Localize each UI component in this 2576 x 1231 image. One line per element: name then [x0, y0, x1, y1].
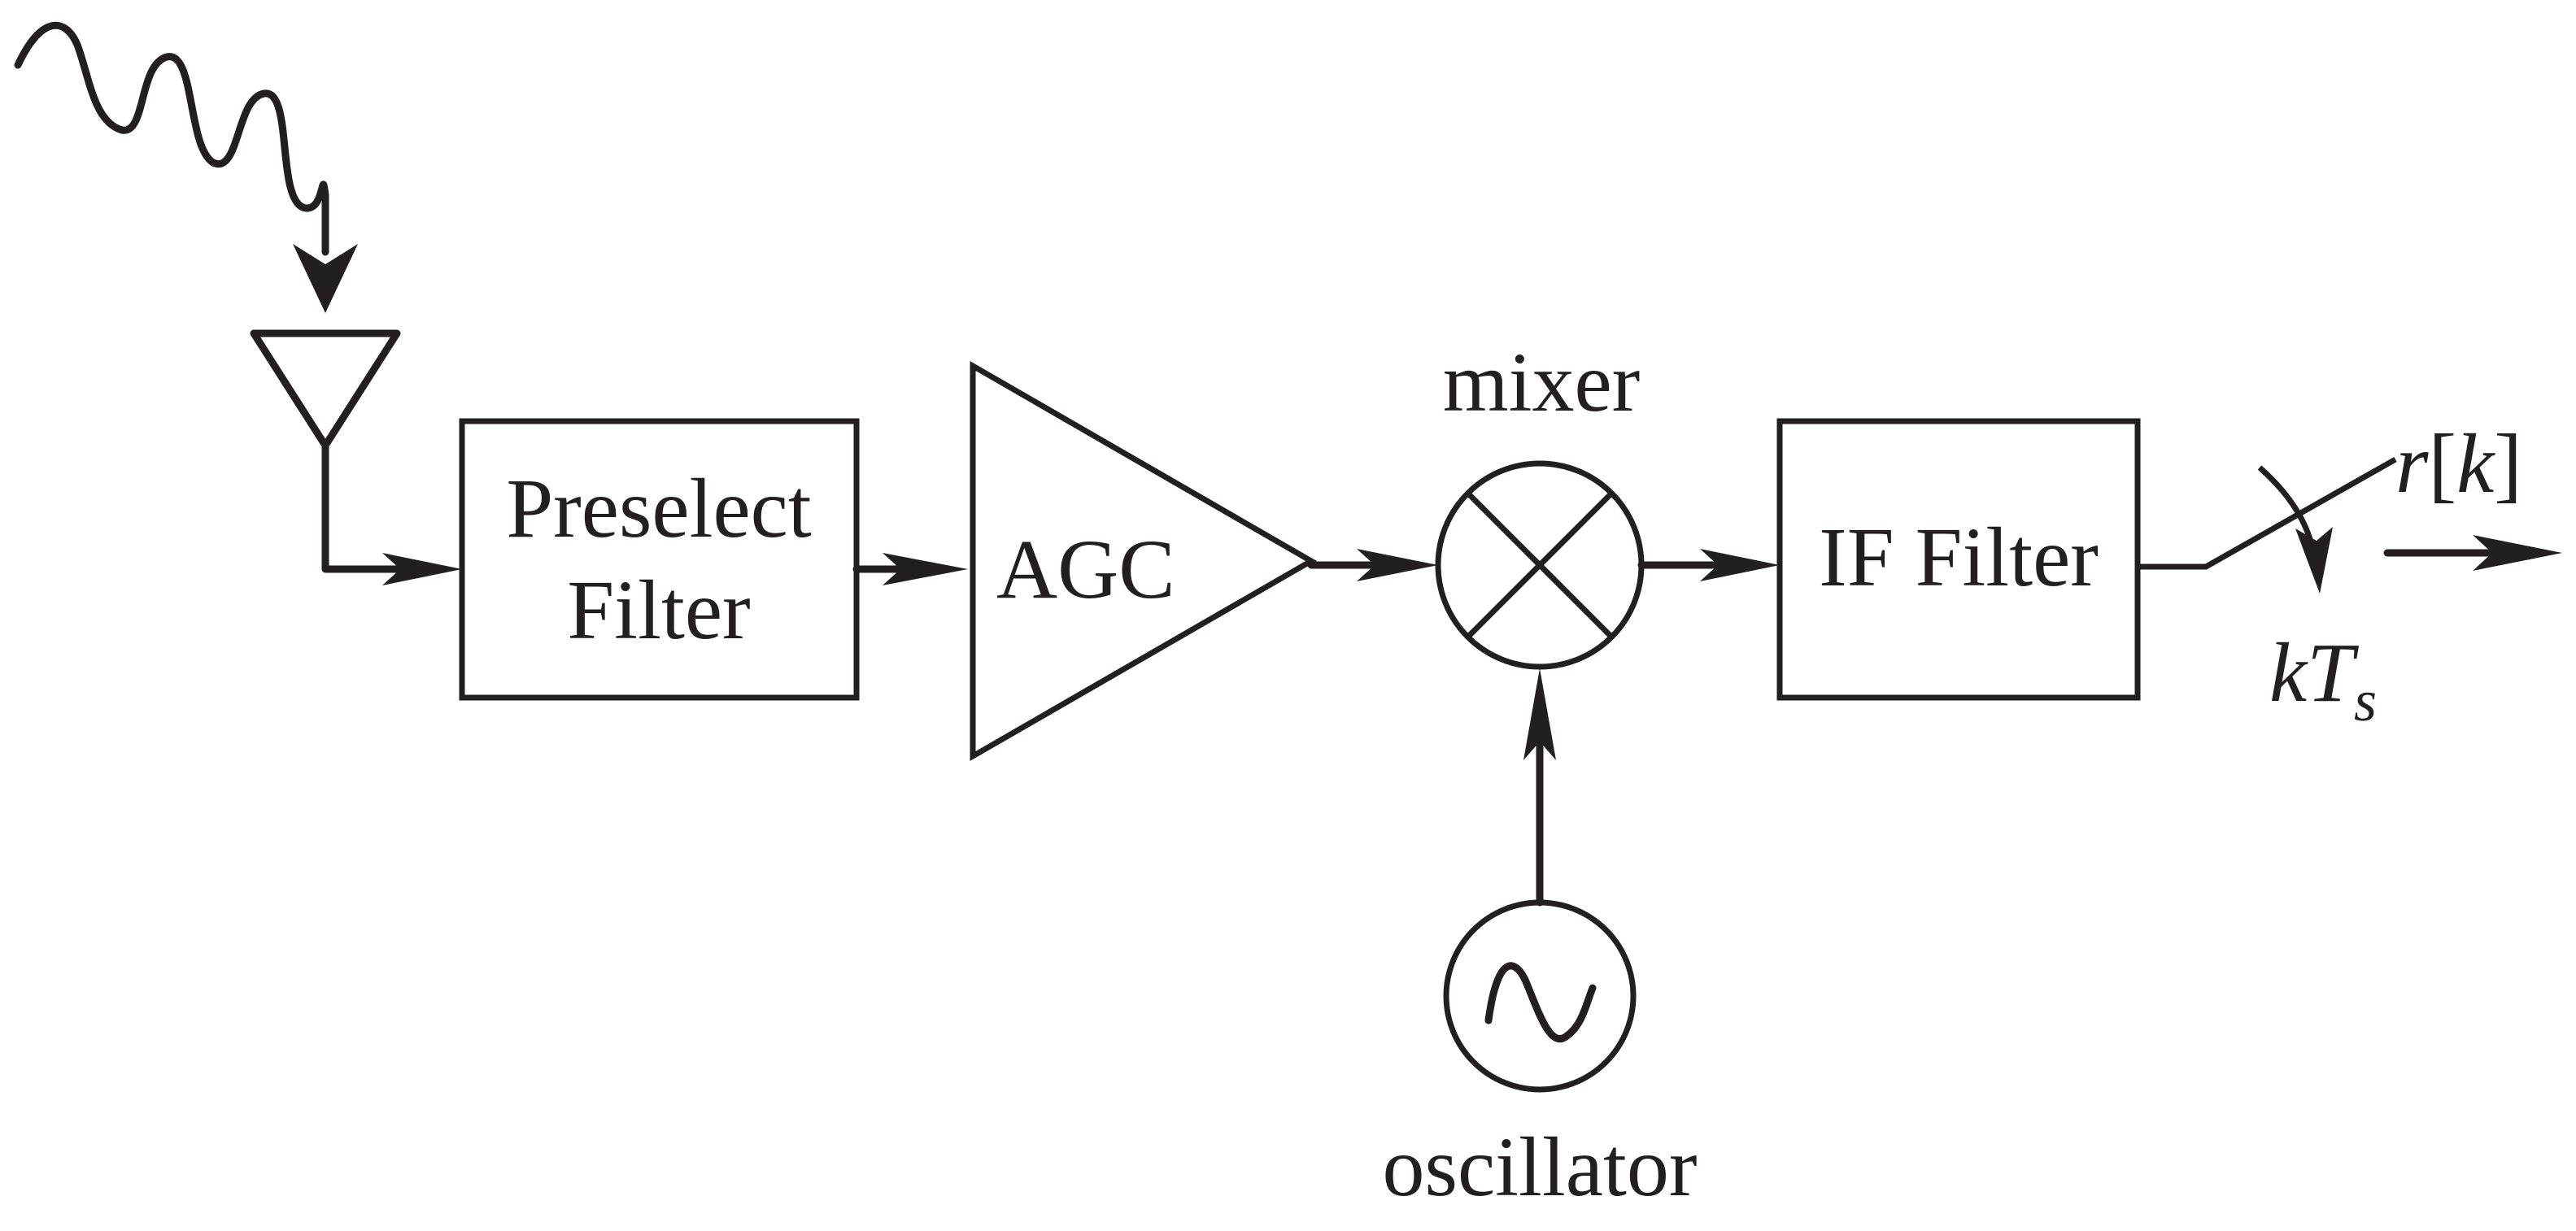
- output-arrowhead: [2473, 535, 2562, 571]
- line-if-sampler: [2138, 456, 2397, 570]
- oscillator-sine-icon: [1484, 962, 1597, 1043]
- mixer-cross: [1466, 491, 1614, 639]
- if-filter-label: IF Filter: [1819, 511, 2099, 604]
- wave-arrowhead: [293, 244, 358, 313]
- if-filter-block: [1776, 418, 2141, 701]
- arrow-to-mixer-from-oscillator: [1523, 668, 1556, 760]
- agc-label: AGC: [996, 523, 1175, 616]
- preselect-label-line2: Filter: [567, 563, 750, 657]
- output-signal-label: r[k]: [2395, 417, 2522, 511]
- arrow-to-preselect: [382, 553, 462, 585]
- arrow-to-agc: [883, 553, 968, 585]
- antenna-icon: [250, 329, 401, 450]
- agc-block: [970, 360, 1318, 762]
- incoming-wave: [14, 21, 329, 256]
- mixer-label: mixer: [1443, 336, 1641, 429]
- sampler-rotation-arrowhead: [2295, 527, 2333, 594]
- sampling-period-label: kTs: [2269, 626, 2377, 733]
- oscillator-icon: [1443, 899, 1637, 1093]
- arrow-to-mixer: [1357, 549, 1438, 581]
- preselect-label-line1: Preselect: [506, 462, 811, 555]
- antenna-feed: [321, 442, 423, 573]
- oscillator-label: oscillator: [1382, 1120, 1697, 1214]
- preselect-filter-block: [459, 418, 860, 701]
- arrow-to-if-filter: [1700, 549, 1780, 581]
